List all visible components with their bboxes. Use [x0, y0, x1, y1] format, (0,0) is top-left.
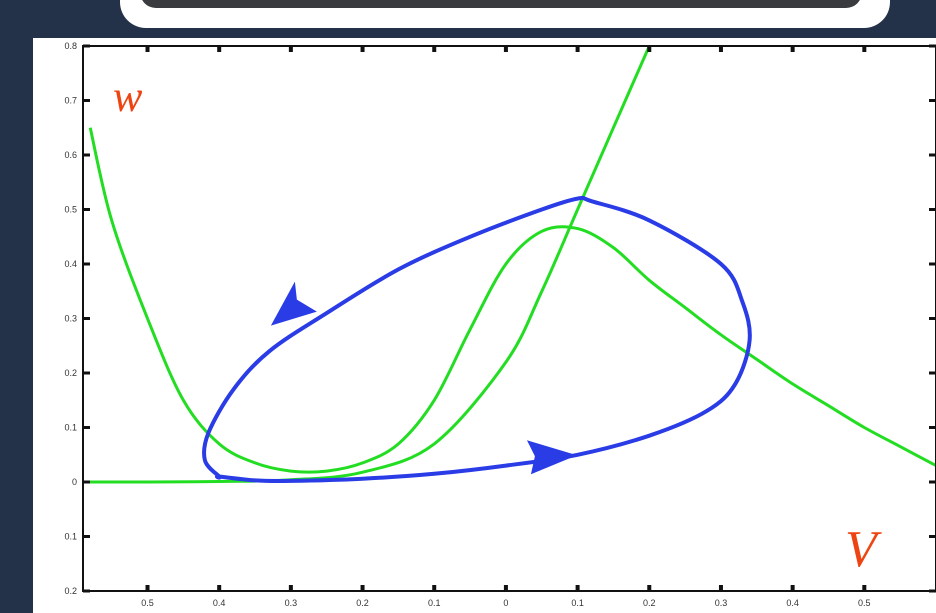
y-tick-label: 0.1 [64, 423, 77, 433]
x-tick-mark-bottom [718, 585, 723, 591]
y-tick-mark-left [83, 426, 90, 429]
x-tick-mark-bottom [862, 585, 867, 591]
y-tick-mark-left [83, 262, 90, 266]
y-tick-mark-right [929, 426, 936, 429]
x-tick-label: 0 [503, 598, 508, 608]
direction-arrow-group [270, 281, 577, 475]
nullcline-right-steep-curve [82, 45, 651, 484]
y-tick-mark-left [83, 153, 90, 157]
nullcline-left-hump-curve [88, 127, 936, 474]
y-tick-mark-right [929, 262, 936, 266]
y-tick-mark-left [83, 44, 90, 48]
x-tick-label: 0.2 [643, 598, 656, 608]
y-tick-label: 0.2 [64, 586, 77, 596]
y-tick-mark-right [929, 44, 936, 48]
x-axis-ticks: 0.5 0.4 0.3 0.2 0.1 0 0.1 0.2 0.3 0.4 0.5 [141, 46, 871, 608]
y-tick-mark-right [929, 317, 936, 320]
x-tick-mark-bottom [503, 585, 508, 591]
direction-arrow-left-down [270, 281, 317, 326]
x-tick-mark-top [503, 46, 508, 52]
direction-arrow-right [526, 440, 577, 475]
x-tick-mark-top [432, 46, 437, 52]
top-frame-inner [140, 0, 862, 8]
x-tick-mark-bottom [217, 585, 222, 591]
x-tick-label: 0.4 [213, 598, 226, 608]
nullcline-group [82, 45, 936, 484]
y-tick-mark-right [929, 99, 936, 102]
x-tick-mark-top [575, 46, 580, 52]
x-tick-label: 0.1 [571, 598, 584, 608]
x-tick-mark-bottom [145, 585, 150, 591]
x-tick-mark-top [647, 46, 652, 52]
x-tick-mark-top [718, 46, 723, 52]
y-tick-mark-left [83, 99, 90, 102]
y-tick-mark-right [929, 208, 936, 211]
y-tick-label: 0.3 [64, 314, 77, 324]
x-tick-mark-top [217, 46, 222, 52]
x-tick-mark-top [862, 46, 867, 52]
y-tick-label: 0.8 [64, 41, 77, 51]
x-tick-mark-top [288, 46, 293, 52]
y-tick-mark-right [929, 371, 936, 375]
y-tick-label: 0.5 [64, 205, 77, 215]
y-tick-mark-right [929, 480, 936, 484]
x-tick-mark-top [145, 46, 150, 52]
x-tick-mark-bottom [647, 585, 652, 591]
x-tick-mark-bottom [432, 585, 437, 591]
x-tick-mark-bottom [575, 585, 580, 591]
x-tick-mark-bottom [360, 585, 365, 591]
y-tick-mark-left [83, 480, 90, 484]
x-variable-label: V [845, 521, 882, 578]
x-tick-mark-top [790, 46, 795, 52]
y-tick-label: 0.2 [64, 368, 77, 378]
y-tick-mark-left [83, 208, 90, 211]
x-tick-label: 0.5 [141, 598, 154, 608]
x-tick-mark-bottom [790, 585, 795, 591]
y-tick-label: 0.6 [64, 150, 77, 160]
y-tick-label: 0.4 [64, 259, 77, 269]
y-axis-ticks: 0.8 0.7 0.6 0.5 0.4 0.3 0.2 0.1 0 0.1 0.2 [64, 41, 936, 596]
plot-area [83, 46, 936, 591]
x-tick-label: 0.1 [428, 598, 441, 608]
limit-cycle-group [201, 195, 752, 484]
x-tick-mark-bottom [288, 585, 293, 591]
y-tick-label: 0 [72, 477, 77, 487]
y-tick-mark-left [83, 371, 90, 375]
x-tick-label: 0.4 [786, 598, 799, 608]
x-tick-label: 0.3 [285, 598, 298, 608]
y-tick-mark-left [83, 535, 90, 538]
y-tick-label: 0.1 [64, 532, 77, 542]
y-tick-mark-left [83, 589, 90, 593]
y-tick-label: 0.7 [64, 96, 77, 106]
limit-cycle-curve [201, 195, 752, 484]
x-tick-label: 0.5 [858, 598, 871, 608]
x-tick-label: 0.2 [356, 598, 369, 608]
y-tick-mark-right [929, 535, 936, 538]
y-tick-mark-right [929, 153, 936, 157]
y-tick-mark-left [83, 317, 90, 320]
y-tick-mark-right [929, 589, 936, 593]
y-variable-label: w [113, 72, 143, 121]
x-tick-label: 0.3 [715, 598, 728, 608]
x-tick-mark-top [360, 46, 365, 52]
